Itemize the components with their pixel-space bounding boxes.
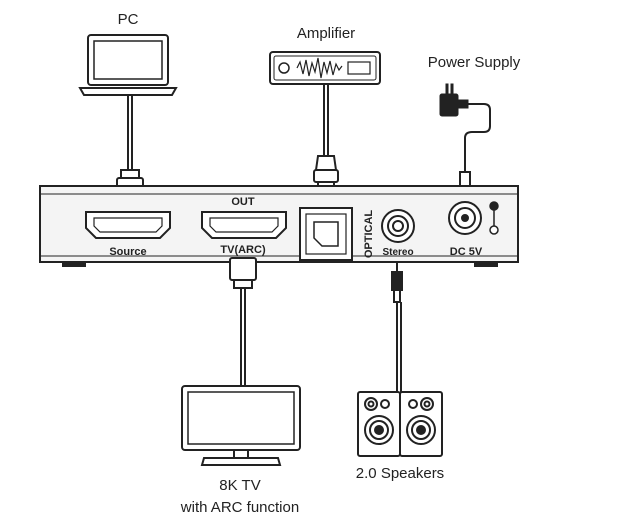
tv-label-line1: 8K TV — [219, 477, 260, 494]
stereo-port: Stereo — [381, 209, 415, 258]
dc-port: DC 5V — [448, 201, 499, 258]
audio-jack-icon — [381, 209, 415, 243]
amplifier-icon — [269, 51, 381, 85]
source-label: Source — [109, 246, 146, 258]
tv-cable — [229, 257, 257, 385]
dc-jack-icon — [448, 201, 482, 235]
amplifier: Amplifier — [269, 25, 381, 85]
laptop-icon — [78, 34, 178, 96]
speakers: 2.0 Speakers — [356, 391, 444, 482]
optical-port-icon — [299, 207, 353, 261]
optical-label: OPTICAL — [363, 210, 375, 259]
speaker-icon — [399, 391, 443, 457]
tv-arc-label: TV(ARC) — [220, 244, 266, 256]
source-port: Source — [85, 211, 171, 258]
power-adapter-icon — [439, 83, 469, 117]
tv-icon — [181, 385, 301, 466]
power-supply-label: Power Supply — [428, 54, 521, 71]
hdmi-port-icon — [201, 211, 287, 239]
speaker-cable — [391, 262, 403, 395]
polarity-icon — [489, 201, 499, 235]
pc-cable — [116, 95, 144, 201]
stereo-label: Stereo — [382, 247, 413, 258]
dc-label: DC 5V — [450, 246, 483, 258]
out-label: OUT — [231, 196, 255, 208]
amplifier-label: Amplifier — [297, 25, 355, 42]
power-supply: Power Supply — [428, 54, 521, 117]
speakers-label: 2.0 Speakers — [356, 465, 444, 482]
tv: 8K TV with ARC function — [180, 385, 301, 516]
tv-label-line2: with ARC function — [180, 499, 299, 516]
pc-laptop: PC — [78, 11, 178, 96]
power-cable — [459, 103, 491, 187]
tv-arc-port: OUT TV(ARC) — [201, 196, 287, 256]
speaker-icon — [357, 391, 401, 457]
hdmi-port-icon — [85, 211, 171, 239]
pc-label: PC — [118, 11, 139, 28]
optical-cable — [313, 84, 339, 195]
optical-port: OPTICAL — [299, 207, 375, 261]
